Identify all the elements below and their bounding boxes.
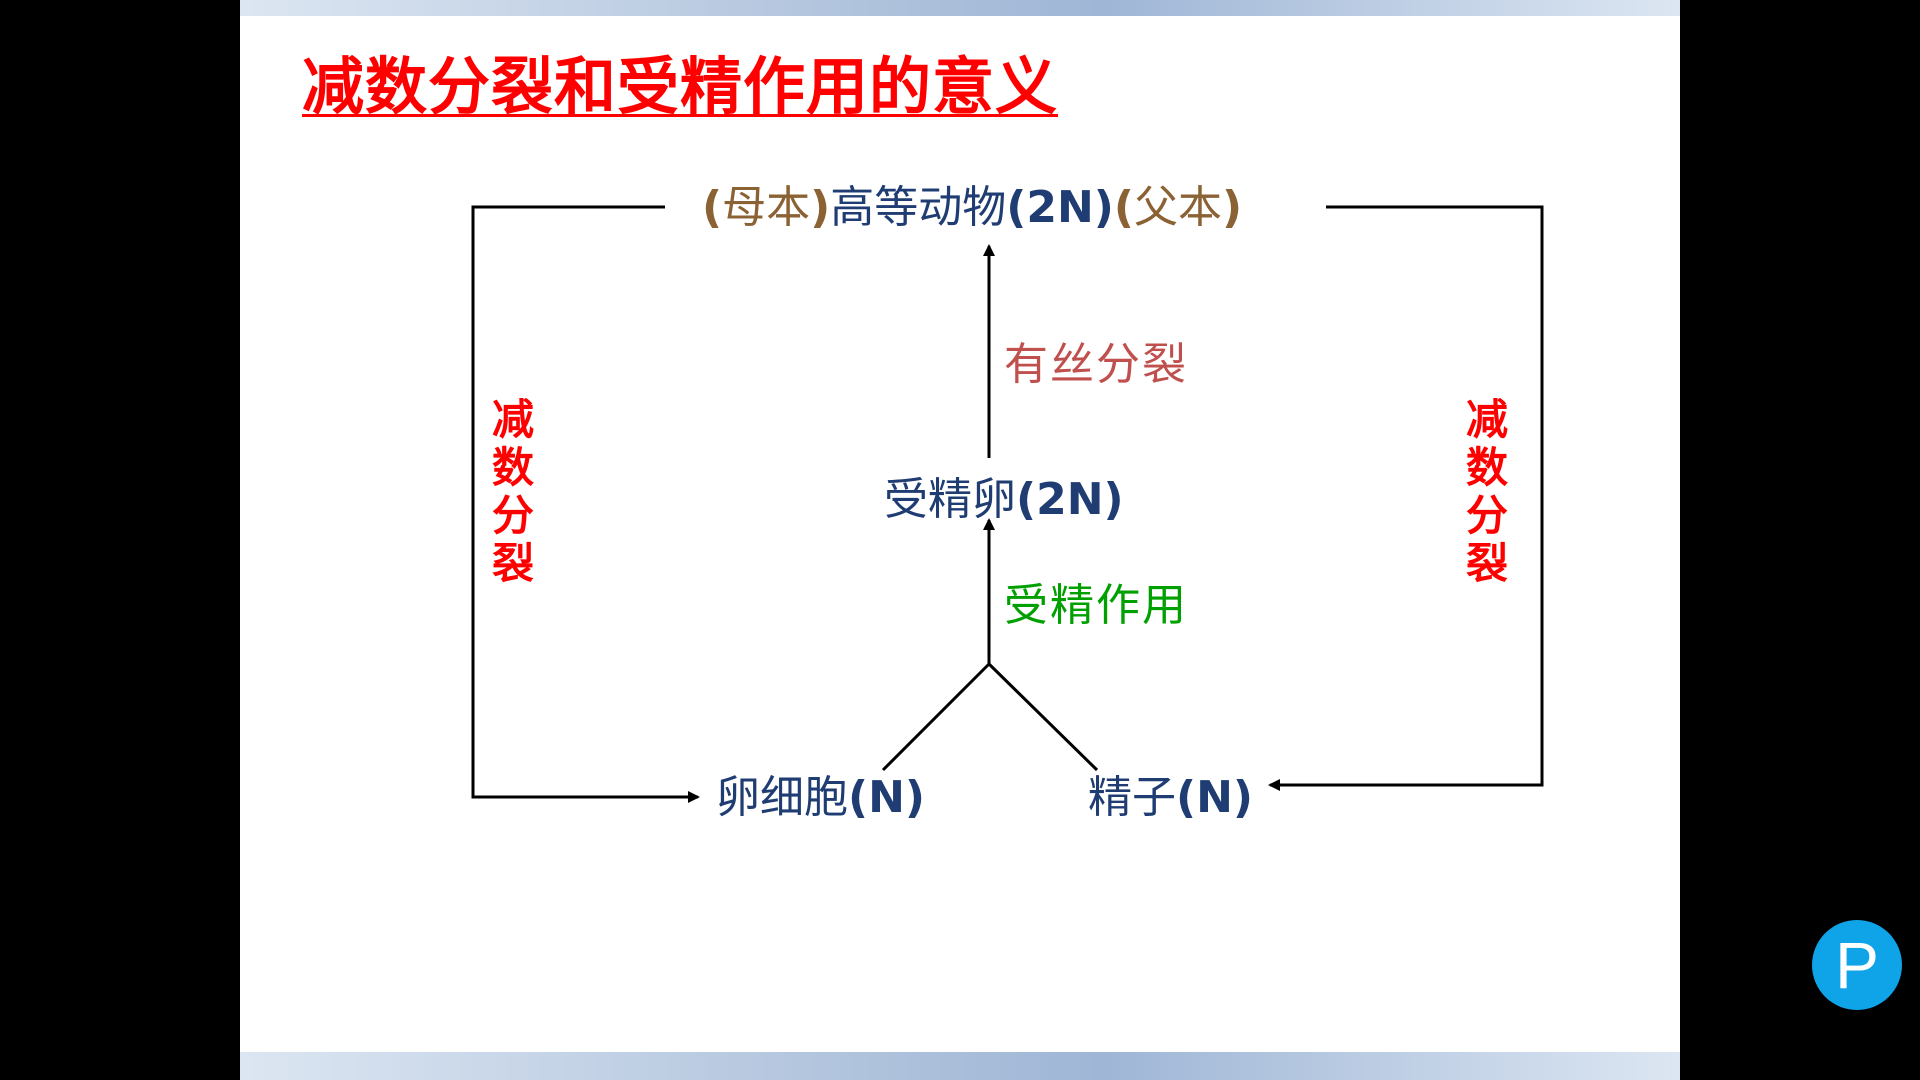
egg-label: 卵细胞: [716, 772, 848, 823]
zygote-ploidy: (2N): [1016, 474, 1124, 525]
meiosis-label-left: 减数分裂: [491, 395, 534, 588]
mother-open-paren: (: [702, 182, 723, 233]
sperm-to-junction-line: [987, 662, 1099, 772]
slide-top-band: [240, 0, 1680, 16]
animal-label: 高等动物: [830, 182, 1007, 233]
animal-ploidy: (2N): [1006, 182, 1114, 233]
meiosis-label-right: 减数分裂: [1465, 395, 1508, 588]
left-meiosis-connector: [471, 205, 700, 803]
node-egg-cell: 卵细胞(N): [716, 776, 925, 820]
mother-label: 母本: [722, 182, 811, 233]
node-zygote: 受精卵(2N): [884, 478, 1124, 522]
mother-close-paren: ): [810, 182, 831, 233]
slide: 减数分裂和受精作用的意义 (母本)高等动物(2N)(父本) 有丝分裂 受精卵(2…: [240, 0, 1680, 1080]
slide-title: 减数分裂和受精作用的意义: [302, 50, 1059, 123]
slide-bottom-band: [240, 1052, 1680, 1080]
mitosis-label: 有丝分裂: [1004, 339, 1188, 390]
sperm-ploidy: (N): [1176, 772, 1254, 823]
father-label: 父本: [1134, 182, 1222, 233]
egg-ploidy: (N): [848, 772, 926, 823]
father-open-paren: (: [1113, 182, 1134, 233]
egg-to-junction-line: [881, 662, 991, 772]
zygote-label: 受精卵: [884, 474, 1016, 525]
node-sperm: 精子(N): [1088, 776, 1253, 820]
right-meiosis-connector: [1268, 205, 1544, 791]
p-floating-button[interactable]: P: [1812, 920, 1902, 1010]
diagram-connectors: [471, 205, 1544, 803]
node-parent-animal: (母本)高等动物(2N)(父本): [702, 186, 1242, 230]
father-close-paren: ): [1222, 182, 1243, 233]
fertilization-label: 受精作用: [1004, 580, 1188, 631]
sperm-label: 精子: [1088, 772, 1176, 823]
